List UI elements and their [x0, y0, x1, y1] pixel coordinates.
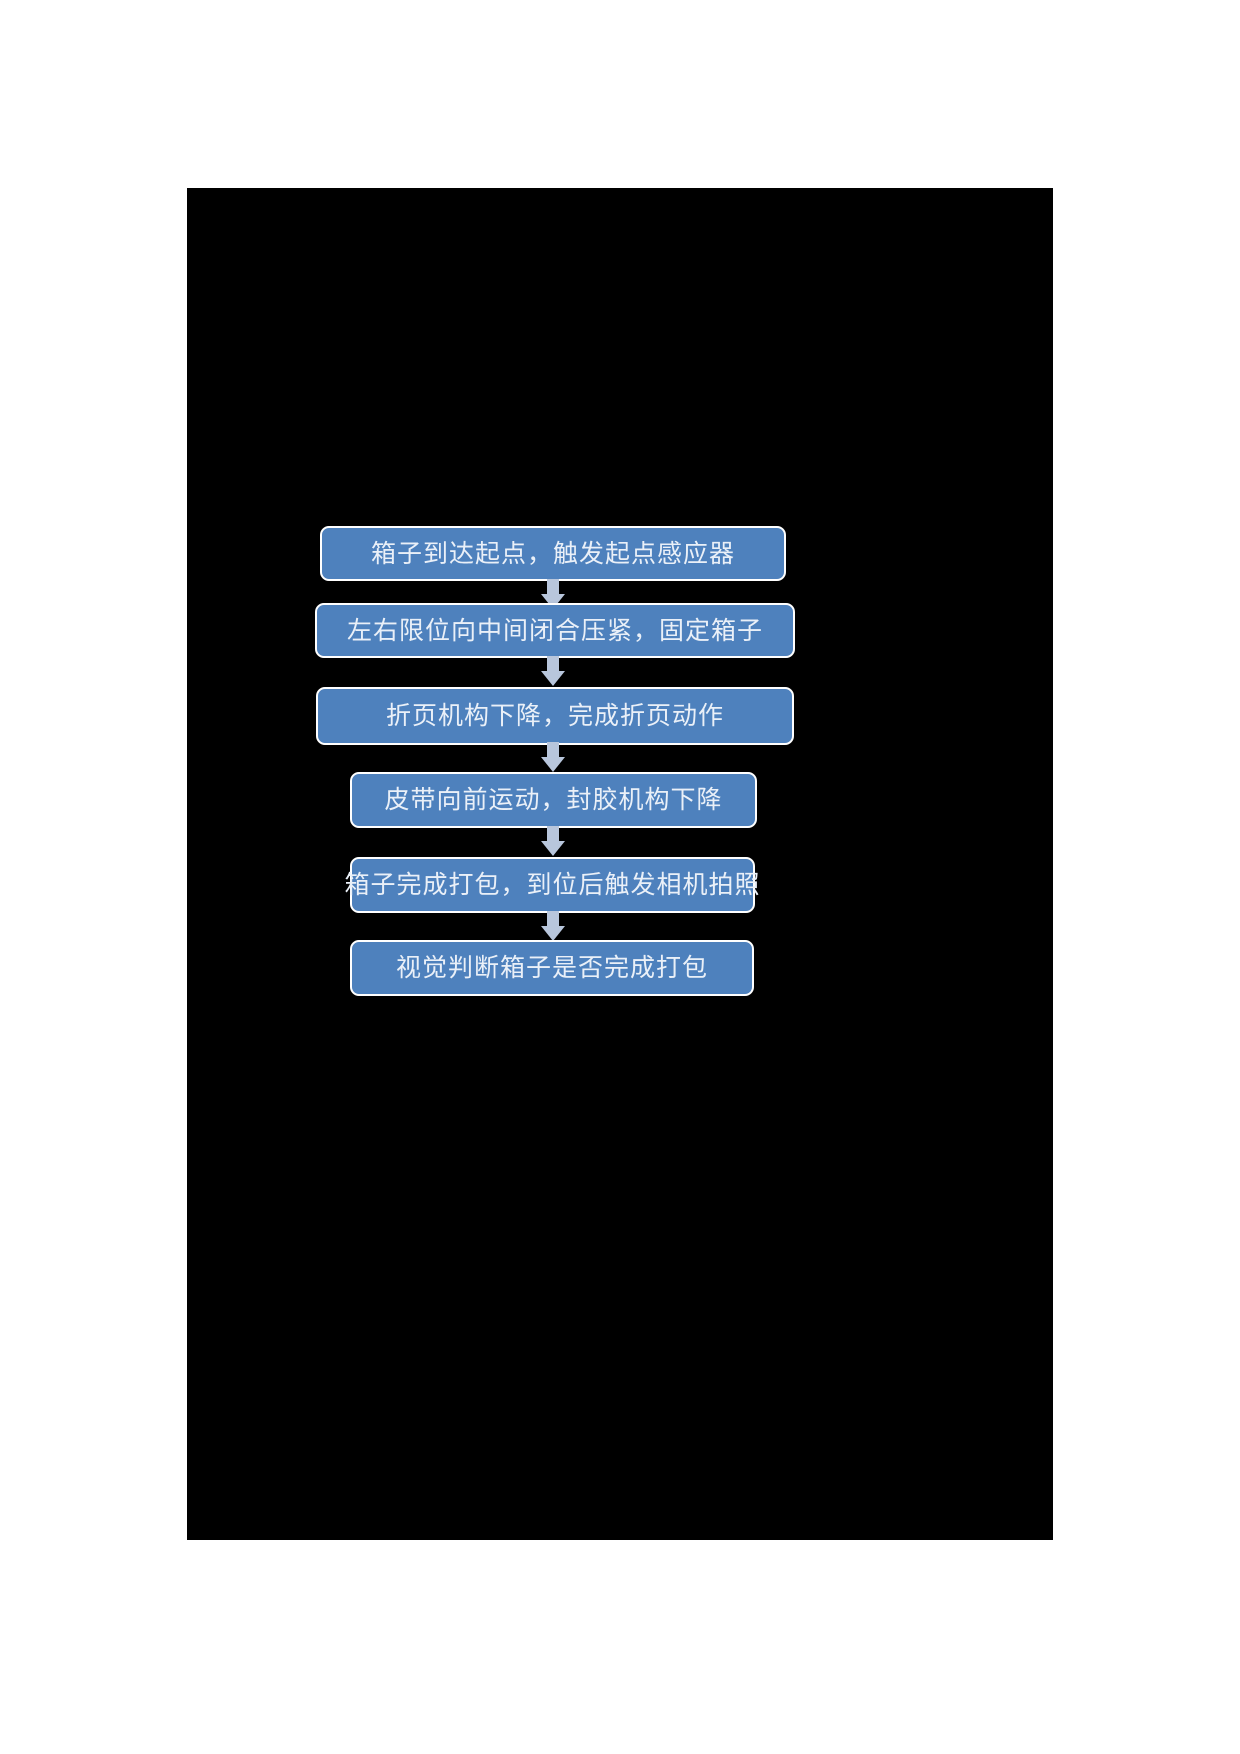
flow-node-label: 箱子到达起点，触发起点感应器 [370, 538, 735, 568]
arrow-down-icon [541, 826, 565, 856]
arrow-down-icon [541, 742, 565, 772]
arrow-down-icon [541, 911, 565, 941]
arrow-head [541, 926, 565, 941]
arrow-shaft [547, 656, 559, 672]
flow-node-step-6[interactable]: 视觉判断箱子是否完成打包 [350, 940, 754, 996]
arrow-head [541, 841, 565, 856]
flowchart-diagram: 箱子到达起点，触发起点感应器 左右限位向中间闭合压紧，固定箱子 折页机构下降，完… [187, 188, 1053, 1540]
arrow-head [541, 757, 565, 772]
flow-node-step-1[interactable]: 箱子到达起点，触发起点感应器 [320, 526, 786, 581]
flow-node-label: 皮带向前运动，封胶机构下降 [384, 785, 723, 815]
flow-node-step-3[interactable]: 折页机构下降，完成折页动作 [316, 687, 794, 745]
flow-node-step-5[interactable]: 箱子完成打包，到位后触发相机拍照 [345, 857, 760, 913]
flow-node-label: 视觉判断箱子是否完成打包 [395, 953, 708, 983]
arrow-shaft [547, 579, 559, 595]
arrow-head [541, 671, 565, 686]
flow-node-step-4[interactable]: 皮带向前运动，封胶机构下降 [350, 772, 757, 828]
arrow-shaft [547, 826, 559, 842]
arrow-shaft [547, 742, 559, 758]
arrow-down-icon [541, 656, 565, 686]
flow-node-label: 左右限位向中间闭合压紧，固定箱子 [346, 615, 763, 645]
slide-canvas: 箱子到达起点，触发起点感应器 左右限位向中间闭合压紧，固定箱子 折页机构下降，完… [187, 188, 1053, 1540]
arrow-shaft [547, 911, 559, 927]
flow-node-label: 箱子完成打包，到位后触发相机拍照 [344, 870, 761, 900]
flow-node-step-2[interactable]: 左右限位向中间闭合压紧，固定箱子 [315, 603, 795, 658]
flow-node-label: 折页机构下降，完成折页动作 [385, 701, 724, 731]
